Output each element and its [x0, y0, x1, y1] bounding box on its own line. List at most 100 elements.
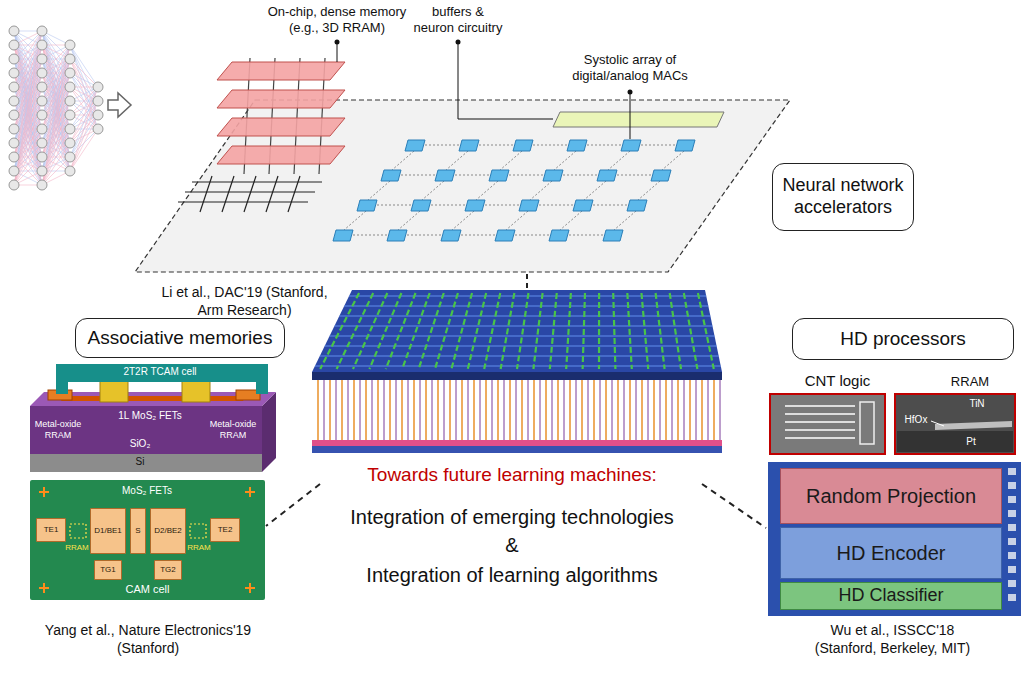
mac-link	[563, 175, 599, 176]
chip-wire	[334, 326, 712, 327]
mac-unit	[435, 170, 455, 181]
mac-unit	[465, 200, 485, 211]
mac-unit	[651, 170, 671, 181]
plus-mark	[245, 487, 255, 497]
electrode-pad: TG2	[154, 560, 182, 580]
inter-layer-via	[497, 380, 499, 440]
inter-layer-via	[432, 380, 433, 440]
nn-neuron	[37, 166, 47, 176]
rram-layer	[217, 62, 345, 80]
inter-layer-via	[456, 380, 457, 440]
electrode-pad: D1/BE1	[90, 508, 126, 554]
nn-link	[14, 59, 42, 185]
bond-pad	[1008, 594, 1016, 601]
citation: Li et al., DAC'19 (Stanford, Arm Researc…	[157, 284, 332, 319]
chip-block: HD Encoder	[780, 527, 1002, 579]
rram-layer	[217, 90, 345, 108]
crossbar-wire	[222, 176, 234, 212]
mac-unit	[675, 140, 695, 151]
chip-cell-row	[566, 293, 571, 369]
chip-cell-row	[670, 293, 681, 369]
mac-link	[344, 211, 366, 230]
mac-link	[614, 211, 636, 230]
cnt-contact	[860, 402, 874, 444]
crossbar-wire	[178, 201, 308, 202]
inter-layer-via	[677, 380, 679, 440]
chip-cell-row	[484, 293, 500, 369]
inter-layer-via	[521, 380, 523, 440]
inter-layer-via	[336, 380, 337, 440]
crossbar-wire	[244, 176, 256, 212]
chip-cell-row	[353, 293, 387, 369]
image-frame	[770, 394, 885, 454]
inter-layer-via	[516, 380, 517, 440]
mac-link	[446, 151, 468, 170]
inter-layer-via	[653, 380, 655, 440]
mac-link	[638, 181, 660, 200]
block-label: HD Classifier	[838, 585, 943, 607]
hfox-layer	[935, 421, 1012, 430]
rram-stack	[217, 58, 345, 174]
inter-layer-via	[341, 380, 343, 440]
rram-outline	[190, 524, 206, 538]
inter-layer-via	[665, 380, 667, 440]
nn-neuron	[9, 152, 19, 162]
mac-unit	[333, 230, 353, 241]
nn-neuron	[9, 26, 19, 36]
board-label: RRAM	[186, 544, 212, 553]
nn-neuron	[9, 82, 19, 92]
rram-outline	[70, 524, 86, 538]
mac-link	[506, 211, 528, 230]
mac-link	[593, 205, 629, 206]
nn-neuron	[9, 40, 19, 50]
inter-layer-via	[701, 380, 703, 440]
inter-layer-via	[353, 380, 355, 440]
inter-layer-via	[384, 380, 385, 440]
chip-cell-row	[501, 293, 515, 369]
nn-link	[14, 31, 42, 157]
top-electrode	[56, 364, 268, 382]
inter-layer-via	[425, 380, 427, 440]
bond-pad	[1008, 496, 1016, 503]
mac-link	[569, 235, 605, 236]
nn-neuron	[9, 166, 19, 176]
inter-layer-via	[588, 380, 589, 440]
cam-cell-board: RRAMRRAMCAM cellTE1D1/BE1SD2/BE2TE2TG1TG…	[30, 480, 265, 600]
image-caption: CNT logic	[790, 372, 885, 391]
nn-link	[14, 143, 42, 185]
mac-link	[560, 211, 582, 230]
nn-neuron	[37, 138, 47, 148]
inter-layer-via	[377, 380, 379, 440]
nn-neuron	[37, 152, 47, 162]
inter-layer-via	[684, 380, 685, 440]
mac-link	[398, 211, 420, 230]
accelerator-platform	[135, 100, 790, 272]
nn-link	[14, 59, 42, 185]
mac-unit	[411, 200, 431, 211]
nn-neuron	[9, 68, 19, 78]
chip-cell-row	[641, 293, 648, 369]
mac-link	[485, 205, 521, 206]
nn-neuron	[9, 96, 19, 106]
inter-layer-via	[545, 380, 547, 440]
nn-neuron	[37, 40, 47, 50]
crossbar-wire	[200, 176, 212, 212]
mac-link	[539, 205, 575, 206]
nn-neuron	[37, 110, 47, 120]
chip-cell-row	[320, 293, 359, 369]
pointer-line	[931, 421, 944, 426]
inter-layer-via	[437, 380, 439, 440]
mac-link	[407, 235, 443, 236]
chip-wire	[330, 336, 715, 337]
mac-link	[431, 205, 467, 206]
chip-cell-row	[613, 293, 615, 369]
citation: Yang et al., Nature Electronics'19 (Stan…	[28, 622, 268, 657]
tagline: &	[262, 533, 762, 558]
nn-neuron	[9, 110, 19, 120]
nn-neuron	[93, 82, 103, 92]
dashed-link	[266, 484, 320, 526]
mac-unit	[519, 200, 539, 211]
chip-bottom-layer	[312, 446, 722, 453]
block-label: Random Projection	[806, 484, 976, 508]
inter-layer-via	[533, 380, 535, 440]
